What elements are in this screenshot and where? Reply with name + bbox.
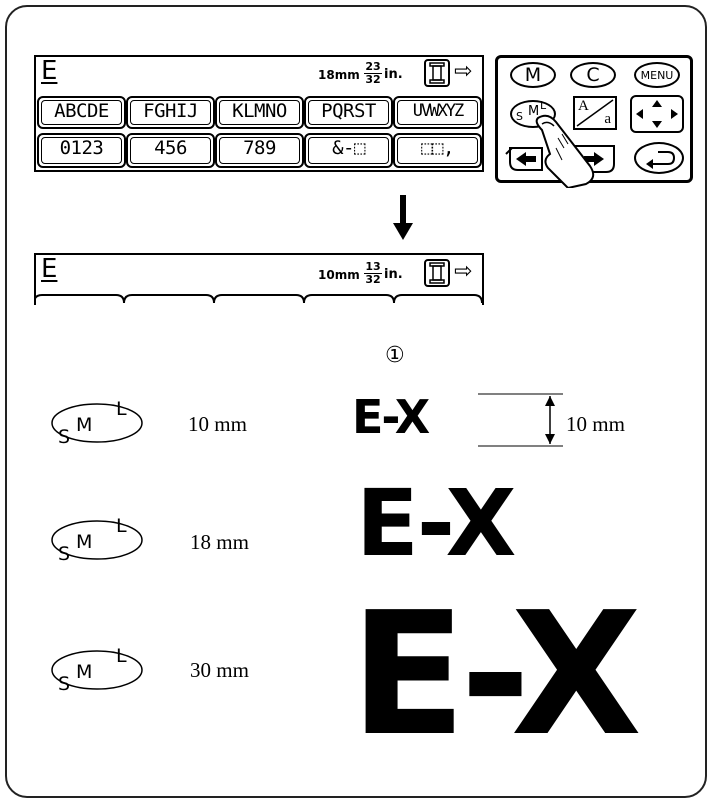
sml-size-icon-small: S M L	[50, 393, 144, 445]
sml-l: L	[116, 398, 127, 420]
inch-unit: in.	[384, 67, 403, 82]
spool-icon	[426, 261, 448, 285]
direction-pad[interactable]	[630, 95, 684, 133]
letter-size-inch-fraction: 23 32	[364, 61, 382, 86]
svg-text:M: M	[76, 531, 92, 553]
letter-size-inch-fraction-result: 13 32	[364, 261, 382, 286]
pressing-finger-icon	[528, 108, 608, 188]
callout-number: ①	[385, 343, 405, 368]
key-row-top-edge	[34, 291, 484, 305]
svg-text:M: M	[76, 661, 92, 683]
sample-text-18mm: E-X	[356, 478, 514, 570]
svg-text:L: L	[116, 515, 127, 537]
selected-letter: E	[41, 56, 57, 86]
right-arrow-icon[interactable]: ⇨	[454, 59, 472, 84]
key-456[interactable]: 456	[126, 133, 215, 168]
fraction-numerator-result: 13	[364, 261, 382, 273]
fraction-denominator-result: 32	[364, 273, 382, 286]
size-label-30mm: 30 mm	[190, 658, 249, 683]
size-label-10mm: 10 mm	[188, 412, 247, 437]
right-arrow-icon[interactable]: ⇨	[454, 259, 472, 284]
sample-text-30mm: E-X	[350, 590, 636, 760]
four-way-arrow-icon	[632, 97, 682, 131]
lcd-status-row: E 18mm 23 32 in. ⇨	[36, 57, 482, 91]
key-789[interactable]: 789	[215, 133, 304, 168]
key-fghij[interactable]: FGHIJ	[126, 96, 215, 129]
c-button[interactable]: C	[570, 62, 616, 88]
key-klmno[interactable]: KLMNO	[215, 96, 304, 129]
fraction-denominator: 32	[364, 73, 382, 86]
spool-icon	[426, 61, 448, 85]
control-panel: M C MENU S M L A a	[495, 55, 693, 183]
menu-button[interactable]: MENU	[634, 62, 680, 88]
sample-text-10mm: E-X	[352, 394, 428, 440]
key-0123[interactable]: 0123	[37, 133, 126, 168]
sml-m: M	[76, 414, 92, 436]
sml-size-icon-medium: S M L	[50, 510, 144, 562]
size-label-18mm: 18 mm	[190, 530, 249, 555]
svg-text:S: S	[58, 543, 70, 562]
transition-arrow-icon	[393, 195, 413, 241]
fraction-numerator: 23	[364, 61, 382, 73]
return-button[interactable]	[634, 142, 684, 174]
letter-size-mm-result: 10mm	[318, 268, 360, 282]
sml-s: S	[58, 426, 70, 445]
lcd-display-top: E 18mm 23 32 in. ⇨ ABCDE FGHIJ KLMNO PQR…	[34, 55, 484, 172]
key-pqrst[interactable]: PQRST	[304, 96, 393, 129]
key-abcde[interactable]: ABCDE	[37, 96, 126, 129]
dimension-label: 10 mm	[566, 412, 625, 437]
thread-spool-key-result[interactable]	[424, 259, 450, 287]
key-symbols[interactable]: &-⬚	[304, 133, 393, 168]
inch-unit-result: in.	[384, 267, 403, 282]
key-spaces[interactable]: ⬚⬚,	[393, 133, 482, 168]
dimension-indicator	[478, 386, 568, 456]
key-uvwxyz[interactable]: UVWXYZ	[393, 96, 482, 129]
svg-text:L: L	[116, 645, 127, 667]
return-arrow-icon	[636, 144, 682, 172]
lcd-display-bottom: E 10mm 13 32 in. ⇨	[34, 253, 484, 305]
svg-text:S: S	[58, 673, 70, 692]
thread-spool-key[interactable]	[424, 59, 450, 87]
letter-size-mm: 18mm	[318, 68, 360, 82]
selected-letter-result: E	[41, 254, 57, 284]
sml-size-icon-large: S M L	[50, 640, 144, 692]
m-button[interactable]: M	[510, 62, 556, 88]
